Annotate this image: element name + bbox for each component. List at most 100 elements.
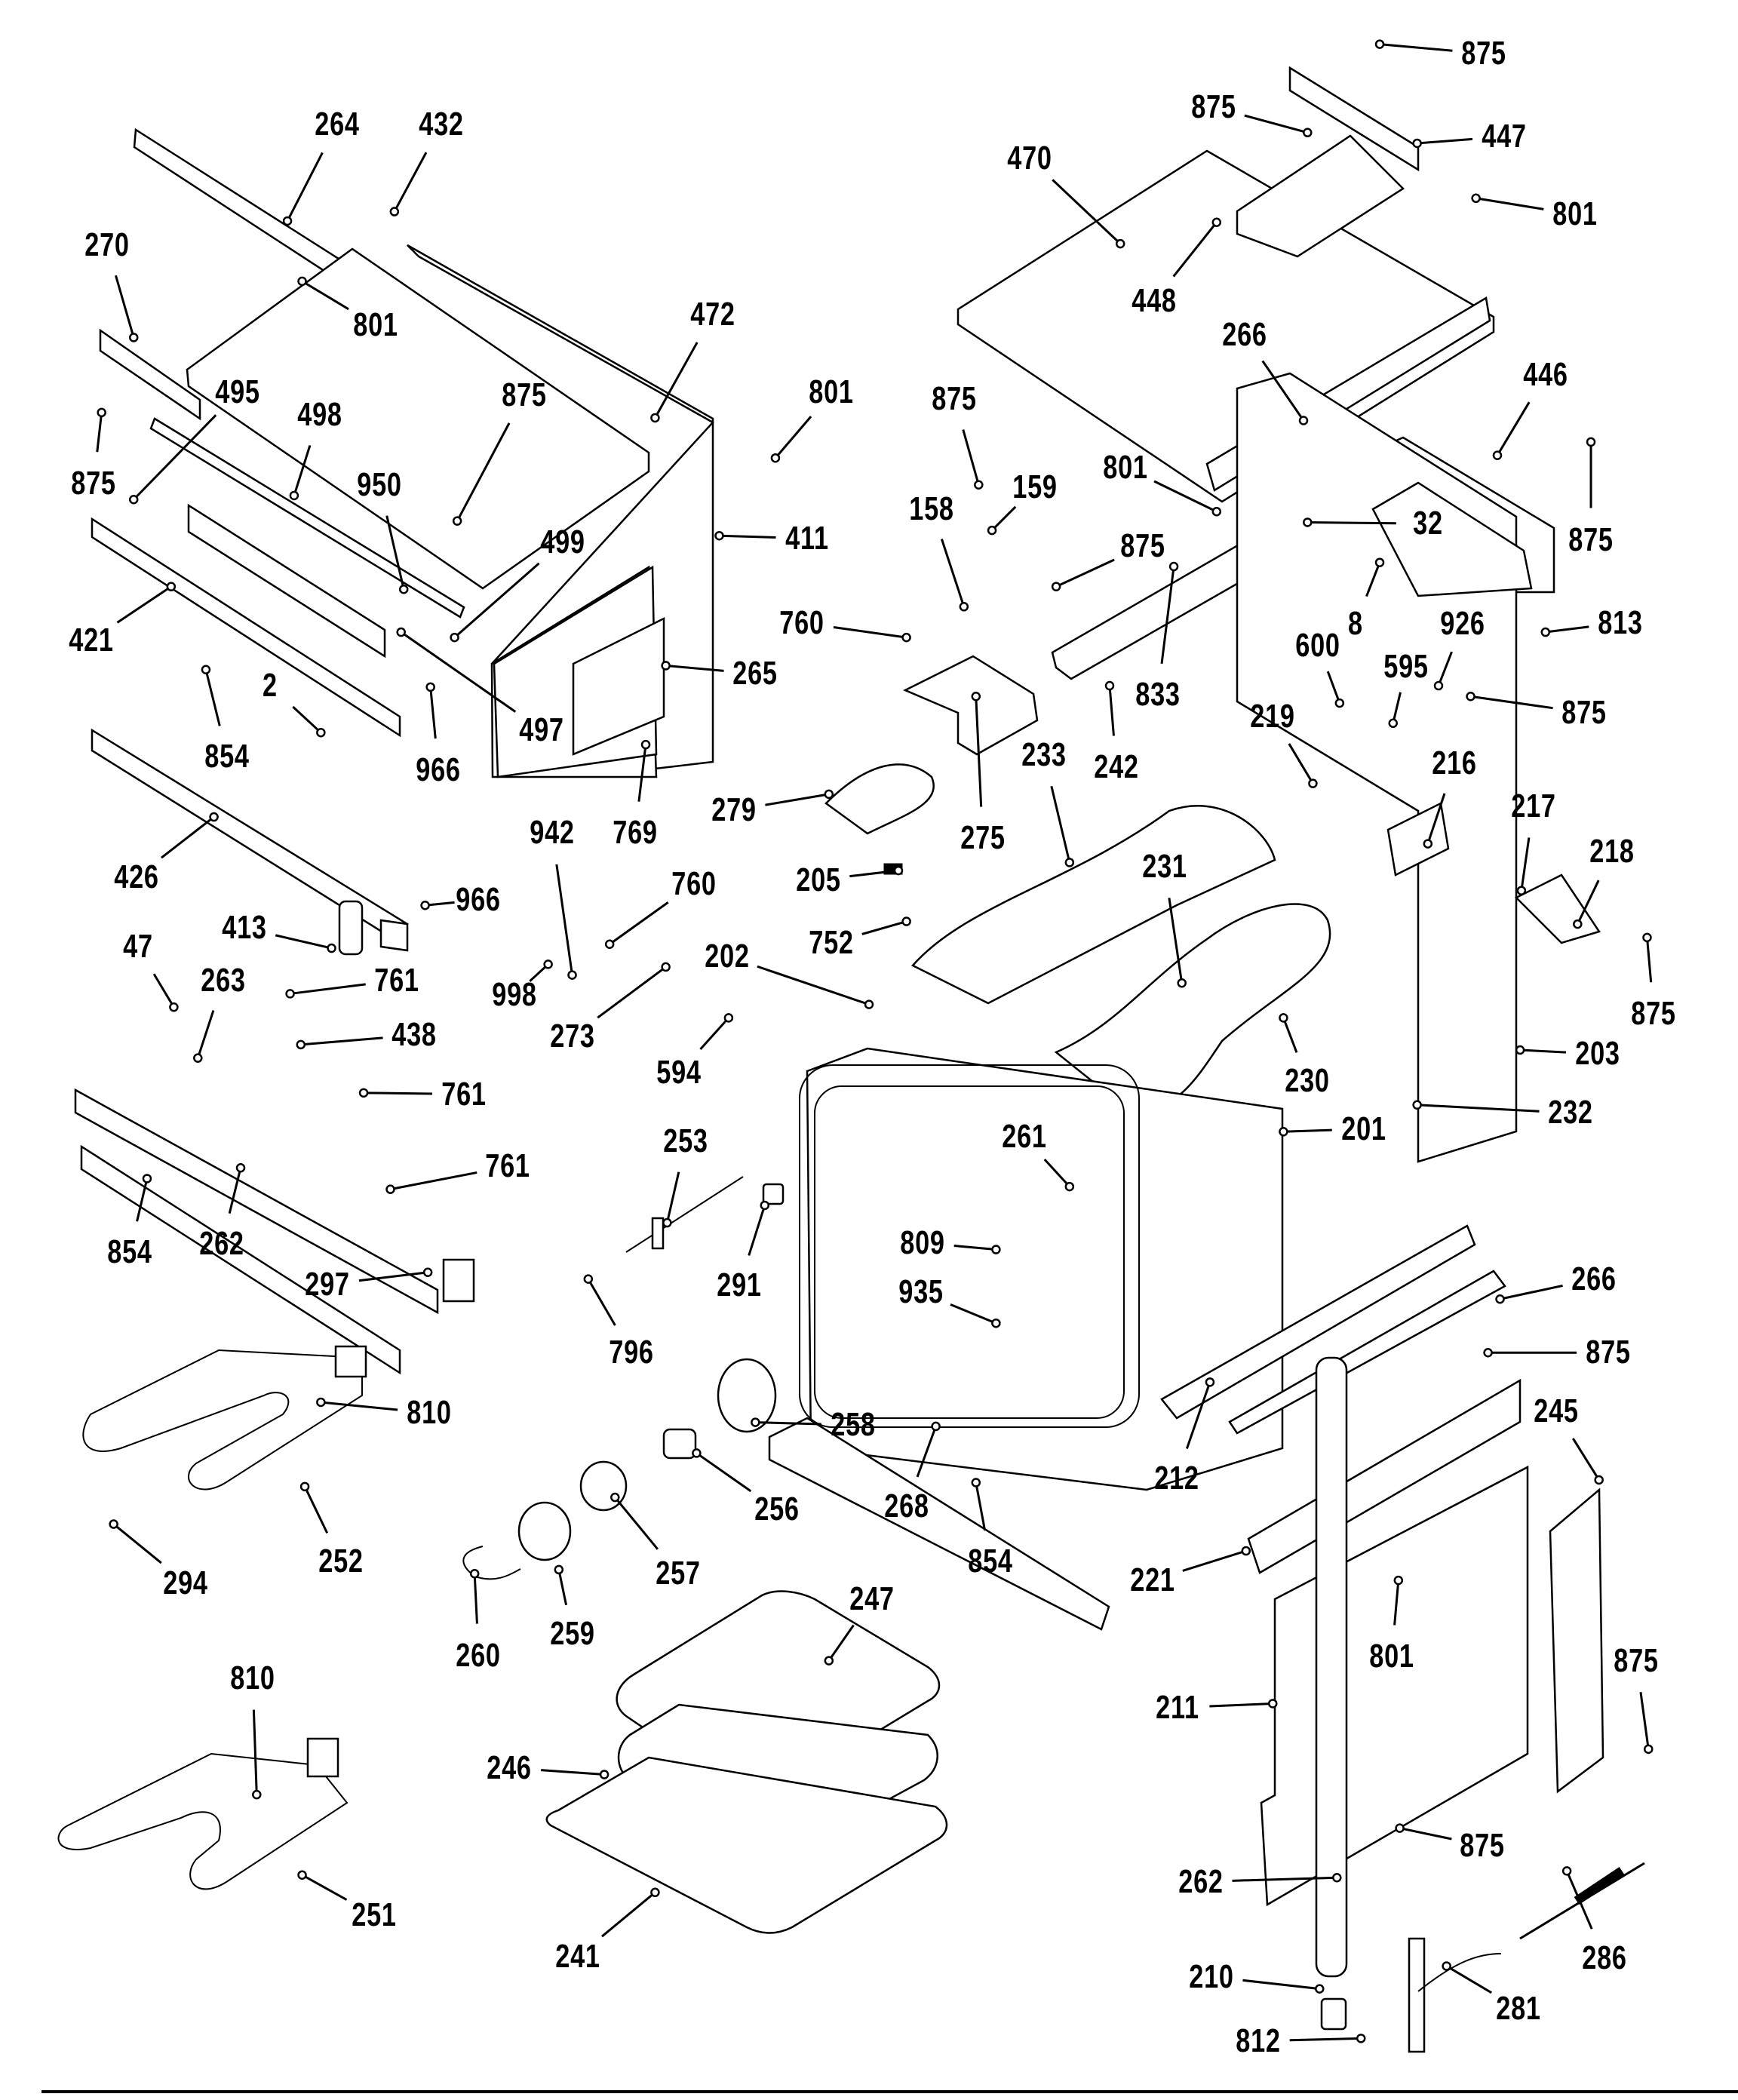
callout-594[interactable]: 594 [656,1054,702,1091]
callout-801[interactable]: 801 [1552,195,1598,233]
callout-499[interactable]: 499 [540,523,585,561]
callout-221[interactable]: 221 [1129,1561,1175,1599]
callout-813[interactable]: 813 [1598,603,1643,641]
callout-761[interactable]: 761 [441,1075,487,1113]
callout-875[interactable]: 875 [1460,1826,1506,1864]
callout-875[interactable]: 875 [1120,527,1166,565]
callout-273[interactable]: 273 [549,1018,595,1055]
callout-761[interactable]: 761 [374,961,420,999]
callout-875[interactable]: 875 [71,464,116,502]
callout-854[interactable]: 854 [107,1233,152,1271]
callout-411[interactable]: 411 [785,519,830,557]
callout-281[interactable]: 281 [1496,1990,1542,2028]
callout-262[interactable]: 262 [1178,1862,1224,1900]
callout-211[interactable]: 211 [1156,1688,1200,1726]
callout-241[interactable]: 241 [554,1938,600,1976]
callout-158[interactable]: 158 [909,490,955,527]
callout-266[interactable]: 266 [1222,315,1267,353]
callout-833[interactable]: 833 [1135,676,1181,714]
callout-810[interactable]: 810 [407,1394,452,1432]
callout-470[interactable]: 470 [1006,139,1052,177]
callout-230[interactable]: 230 [1285,1061,1331,1099]
callout-942[interactable]: 942 [530,814,575,852]
callout-935[interactable]: 935 [898,1273,944,1311]
callout-875[interactable]: 875 [1191,88,1237,126]
callout-595[interactable]: 595 [1383,648,1429,686]
callout-265[interactable]: 265 [732,655,778,692]
callout-752[interactable]: 752 [809,923,855,961]
callout-231[interactable]: 231 [1141,847,1187,885]
callout-218[interactable]: 218 [1589,833,1635,870]
callout-203[interactable]: 203 [1575,1035,1620,1073]
callout-966[interactable]: 966 [456,881,502,919]
callout-233[interactable]: 233 [1021,736,1067,774]
callout-32[interactable]: 32 [1412,505,1443,542]
callout-258[interactable]: 258 [830,1406,876,1444]
callout-8[interactable]: 8 [1348,605,1364,643]
callout-270[interactable]: 270 [84,226,130,263]
callout-498[interactable]: 498 [296,396,342,434]
callout-854[interactable]: 854 [204,738,250,775]
callout-259[interactable]: 259 [549,1615,595,1653]
callout-446[interactable]: 446 [1522,356,1568,394]
callout-796[interactable]: 796 [608,1334,654,1371]
callout-447[interactable]: 447 [1482,118,1527,155]
callout-801[interactable]: 801 [353,306,398,344]
callout-268[interactable]: 268 [883,1488,929,1525]
callout-875[interactable]: 875 [1568,520,1614,558]
callout-297[interactable]: 297 [305,1265,351,1303]
callout-421[interactable]: 421 [68,621,114,659]
callout-875[interactable]: 875 [1614,1641,1660,1679]
callout-253[interactable]: 253 [663,1122,708,1159]
callout-801[interactable]: 801 [809,373,855,411]
callout-432[interactable]: 432 [419,106,464,143]
callout-266[interactable]: 266 [1571,1260,1617,1297]
callout-2[interactable]: 2 [263,667,278,705]
callout-926[interactable]: 926 [1440,605,1485,643]
callout-294[interactable]: 294 [163,1564,209,1601]
callout-760[interactable]: 760 [671,864,717,902]
callout-801[interactable]: 801 [1369,1638,1414,1675]
callout-966[interactable]: 966 [416,751,462,788]
callout-260[interactable]: 260 [456,1636,502,1674]
callout-761[interactable]: 761 [485,1147,531,1185]
callout-854[interactable]: 854 [968,1543,1014,1580]
callout-760[interactable]: 760 [779,603,825,641]
callout-438[interactable]: 438 [392,1016,438,1054]
callout-242[interactable]: 242 [1094,748,1139,786]
callout-257[interactable]: 257 [655,1555,701,1592]
callout-256[interactable]: 256 [754,1491,800,1527]
callout-875[interactable]: 875 [932,380,978,418]
callout-875[interactable]: 875 [501,376,547,413]
callout-875[interactable]: 875 [1631,995,1677,1033]
callout-264[interactable]: 264 [314,106,360,143]
callout-219[interactable]: 219 [1250,697,1296,735]
callout-159[interactable]: 159 [1012,468,1058,506]
callout-495[interactable]: 495 [215,373,261,411]
callout-212[interactable]: 212 [1153,1460,1199,1497]
callout-202[interactable]: 202 [705,937,750,975]
callout-263[interactable]: 263 [201,961,246,999]
callout-275[interactable]: 275 [960,819,1006,857]
callout-998[interactable]: 998 [492,976,538,1014]
callout-279[interactable]: 279 [711,791,757,829]
callout-809[interactable]: 809 [900,1223,945,1261]
callout-413[interactable]: 413 [222,909,268,947]
callout-801[interactable]: 801 [1103,448,1149,486]
callout-472[interactable]: 472 [689,296,735,333]
callout-600[interactable]: 600 [1295,626,1341,664]
callout-769[interactable]: 769 [613,814,658,852]
callout-875[interactable]: 875 [1461,35,1507,72]
callout-232[interactable]: 232 [1548,1094,1594,1131]
callout-950[interactable]: 950 [357,465,403,503]
callout-245[interactable]: 245 [1534,1392,1579,1430]
callout-261[interactable]: 261 [1001,1118,1047,1156]
callout-286[interactable]: 286 [1581,1939,1627,1976]
callout-205[interactable]: 205 [795,861,841,898]
callout-812[interactable]: 812 [1235,2022,1281,2059]
callout-210[interactable]: 210 [1188,1957,1234,1995]
callout-47[interactable]: 47 [122,928,153,966]
callout-448[interactable]: 448 [1131,282,1177,320]
callout-262[interactable]: 262 [199,1225,244,1263]
callout-252[interactable]: 252 [318,1543,364,1580]
